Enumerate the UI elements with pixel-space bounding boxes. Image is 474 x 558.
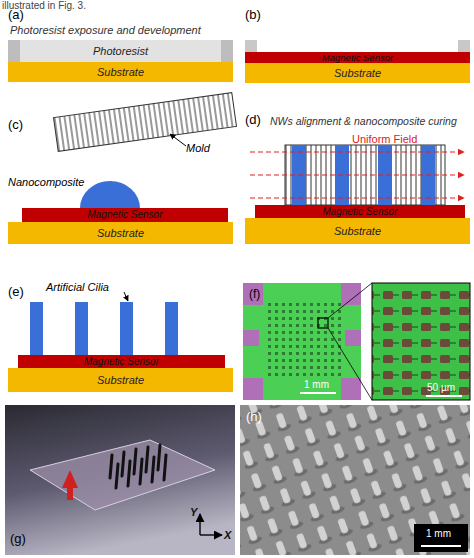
part-label: Nanocomposite [8,176,84,188]
substrate-layer: Substrate [8,368,233,392]
contact-pad [345,330,361,346]
nanocomposite-drop [80,181,140,208]
scale-box [414,524,468,552]
layer-label: Magnetic Sensor [87,210,162,220]
photoresist-layer: Photoresist [20,40,221,62]
step-caption: NWs alignment & nanocomposite curing [270,116,457,128]
cilium-photo [122,452,124,476]
axis-y [199,514,201,535]
substrate-layer: Substrate [245,218,470,244]
cilium [120,302,133,355]
scale-bar [426,395,462,397]
pillar-array [264,302,342,378]
sensor-layer: Magnetic Sensor [245,52,470,63]
panel-label: (g) [10,532,26,546]
contact-pad [243,330,259,346]
cilium [30,302,43,355]
red-arrow-mark [62,470,78,500]
contact-pad [341,378,361,400]
layer-label: Substrate [97,228,144,239]
field-line [250,174,464,175]
panel-label: (a) [8,8,24,22]
cilium [165,302,178,355]
micrograph [243,283,361,400]
panel-label: (f) [249,288,260,301]
scale-bar [300,392,336,394]
field-line [250,197,464,198]
layer-label: Magnetic Sensor [322,53,393,63]
axis-label: Y [190,506,197,518]
layer-label: Photoresist [93,46,148,57]
cilium-photo [110,455,112,478]
cilia-photo [110,445,166,488]
layer-label: Substrate [334,68,381,79]
zoom-line [328,328,372,400]
substrate-layer: Substrate [8,62,233,82]
cilium-photo [152,457,154,482]
cilium-photo [128,461,130,486]
leader-line [170,134,186,146]
scale-label: 1 mm [426,528,451,539]
part-label: Artificial Cilia [46,281,109,293]
panel-label: (b) [245,8,261,22]
part-label: Mold [186,142,210,154]
cilium-photo [146,447,148,472]
panel-label: (d) [245,113,261,127]
axis-label: X [224,529,231,541]
scale-label: 1 mm [304,379,329,390]
resist-block [458,40,470,52]
scale-bar [421,545,461,547]
layer-label: Substrate [97,67,144,78]
leader-line [124,292,128,301]
exposed-resist [221,40,233,62]
cilium-photo [140,459,142,484]
sensor-layer: Magnetic Sensor [22,208,228,222]
cilium-photo [158,445,160,470]
substrate-layer: Substrate [245,63,470,83]
panel-label: (c) [8,118,23,132]
cilium-photo [116,464,118,488]
layer-label: Substrate [334,226,381,237]
layer-label: Magnetic Sensor [84,357,159,367]
layer-label: Substrate [97,375,144,386]
field-label: Uniform Field [352,133,417,145]
device-photo [5,405,235,555]
axis-x [200,534,222,536]
cilium-photo [164,455,166,480]
substrate-layer: Substrate [8,222,233,244]
exposed-resist [8,40,20,62]
panel-label: (h) [246,410,262,424]
inset-micrograph [372,283,470,400]
sensor-layer: Magnetic Sensor [255,205,465,218]
panel-label: (e) [8,285,24,299]
layer-label: Magnetic Sensor [322,207,397,217]
chip [30,440,215,510]
contact-pad [243,283,263,305]
zoom-box [318,318,328,328]
zoom-line [328,283,372,318]
resist-block [245,40,257,52]
cilium [75,302,88,355]
step-caption: Photoresist exposure and development [10,24,201,36]
contact-pad [243,378,263,400]
field-line [250,151,464,152]
sem-image [240,405,470,555]
cilium-photo [134,449,136,474]
scale-label: 50 µm [427,382,455,393]
sensor-layer: Magnetic Sensor [18,355,225,368]
